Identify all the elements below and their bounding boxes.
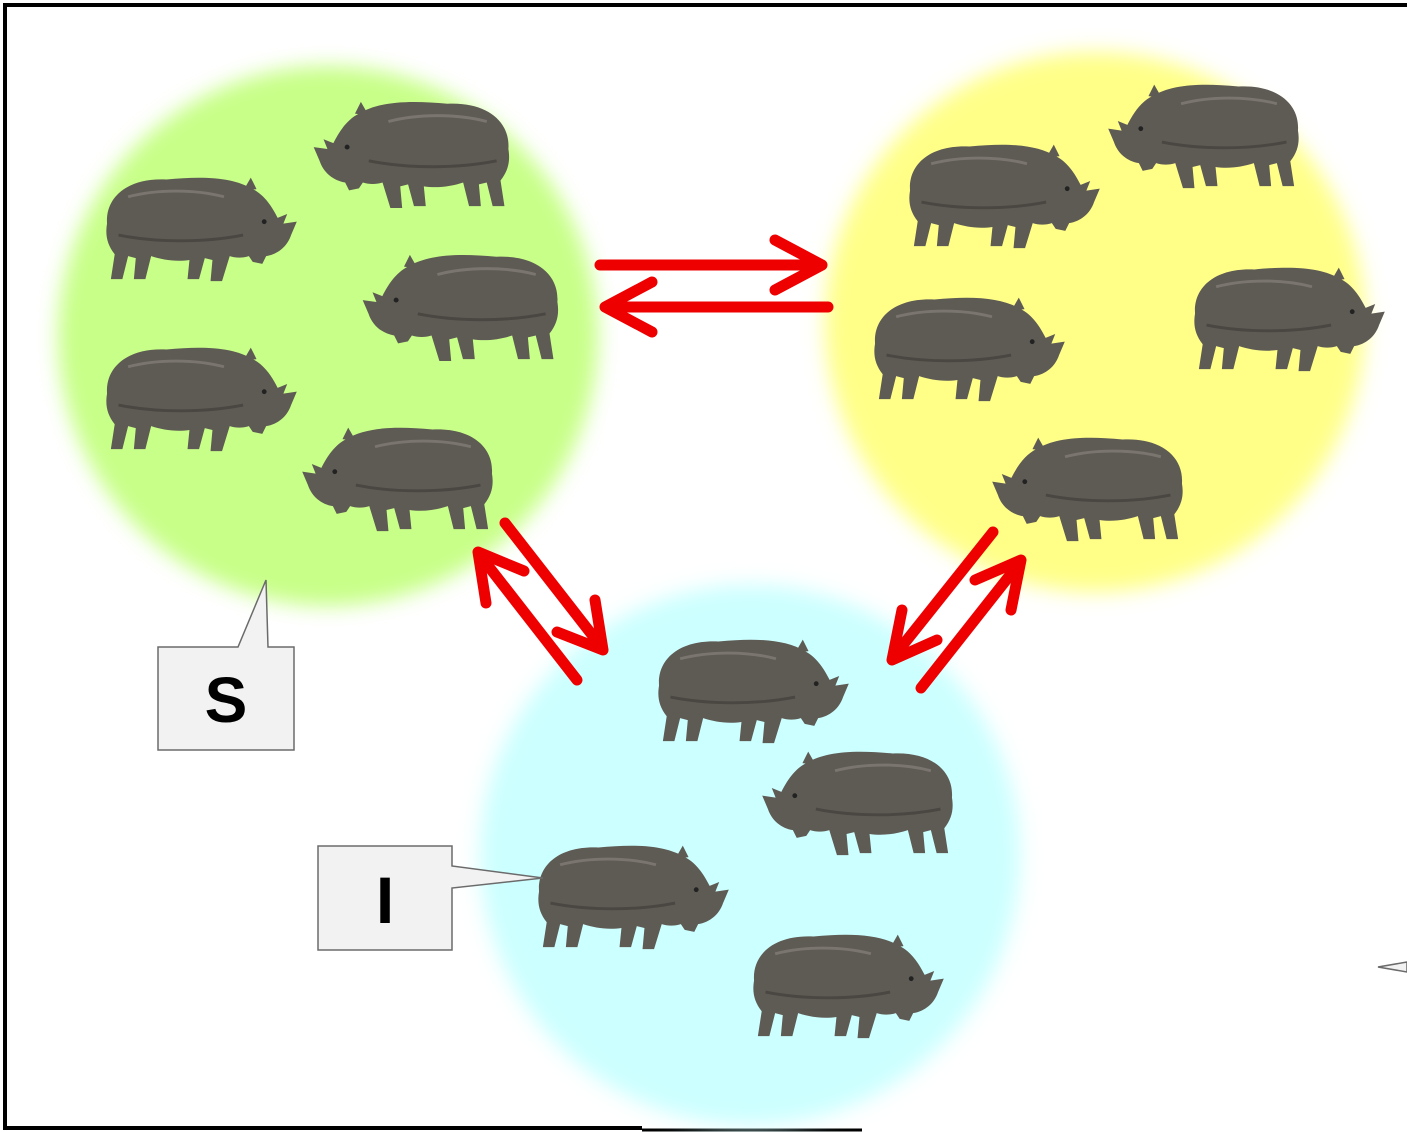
frame-border bbox=[3, 3, 1407, 1130]
arrow-cyan-to-green bbox=[472, 546, 583, 686]
callout-s: S bbox=[157, 579, 295, 751]
arrow-green-to-cyan bbox=[499, 517, 609, 656]
arrow-green-to-yellow bbox=[594, 234, 828, 296]
arrow-yellow-to-cyan bbox=[886, 526, 999, 666]
callout-i-label: I bbox=[376, 863, 394, 937]
callout-partial bbox=[1377, 961, 1407, 973]
arrow-yellow-to-green bbox=[599, 276, 834, 338]
arrow-cyan-to-yellow bbox=[915, 554, 1027, 694]
callout-s-label: S bbox=[205, 664, 248, 736]
callout-i: I bbox=[317, 845, 544, 951]
